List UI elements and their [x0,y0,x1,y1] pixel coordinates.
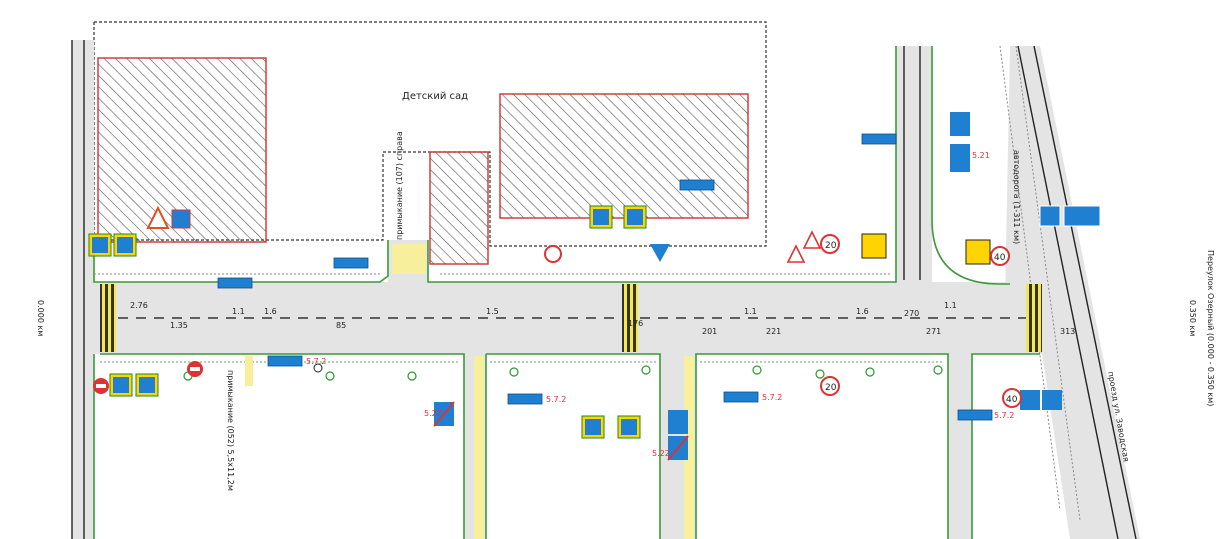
road-bottom-right [948,352,972,539]
kindergarten-label: Детский сад [402,91,468,102]
signs-5-7 [217,133,993,421]
crosswalk-top [392,244,426,274]
yellow-strip-3 [245,356,253,386]
chainage-270: 270 [904,309,919,318]
marking-85: 85 [336,321,346,330]
road-top-right [896,46,932,284]
sign-code-5-7-2c: 5.7.2 [762,393,782,402]
sign-code-5-7-2b: 5.7.2 [546,395,566,404]
chainage-176: 176 [628,319,643,328]
marking-1-1b: 1.1 [744,307,757,316]
crosswalk-left [100,284,116,352]
marking-1-35: 1.35 [170,321,188,330]
marking-1-1c: 1.1 [944,301,957,310]
kindergarten-fence [93,21,767,247]
speed-20-top: 20 [825,241,837,251]
speed-20-bottom: 20 [825,383,837,393]
chainage-313: 313 [1060,327,1075,336]
crosswalk-middle [622,284,638,352]
marking-1-5a: 1.5 [486,307,499,316]
marking-1-6a: 1.6 [264,307,277,316]
speed-40-bottom: 40 [1006,395,1018,405]
sign-code-5-22a: 5.22 [424,409,442,418]
title-label: Переулок Озерный (0.000 - 0.350 км) [1206,250,1215,406]
chainage-201: 201 [702,327,717,336]
sign-code-5-7-2a: 5.7.2 [306,357,326,366]
km-end-label: 0.350 км [1188,300,1197,336]
sign-code-5-21: 5.21 [972,151,990,160]
yellow-strip-2 [684,356,694,539]
prohibitory-signs [93,234,1022,408]
chainage-271: 271 [926,327,941,336]
road-right-top-label: автодорога (1-311 км) [1012,150,1021,244]
building-middle [429,151,489,265]
main-road [72,282,1052,354]
highway [1005,46,1140,539]
curbs [93,46,1040,539]
marking-2-76: 2.76 [130,301,148,310]
crosswalk-right [1026,284,1042,352]
road-edges [71,40,1137,539]
speed-40-top: 40 [994,253,1006,263]
marking-1-1a: 1.1 [232,307,245,316]
warning-signs [146,205,991,265]
road-bottom-label: примыкание (052) 5,5x11,2м [226,370,235,491]
building-right [499,93,749,219]
km-start-label: 0.000 км [36,300,45,336]
sign-code-5-7-2d: 5.7.2 [994,411,1014,420]
left-road [72,40,94,539]
yellow-strip-1 [474,356,484,539]
road-top-label: примыкание (107) справа [395,131,404,240]
sign-code-5-22b: 5.22 [652,449,670,458]
marking-1-6b: 1.6 [856,307,869,316]
chainage-221: 221 [766,327,781,336]
pedestrian-signs [88,112,1101,461]
